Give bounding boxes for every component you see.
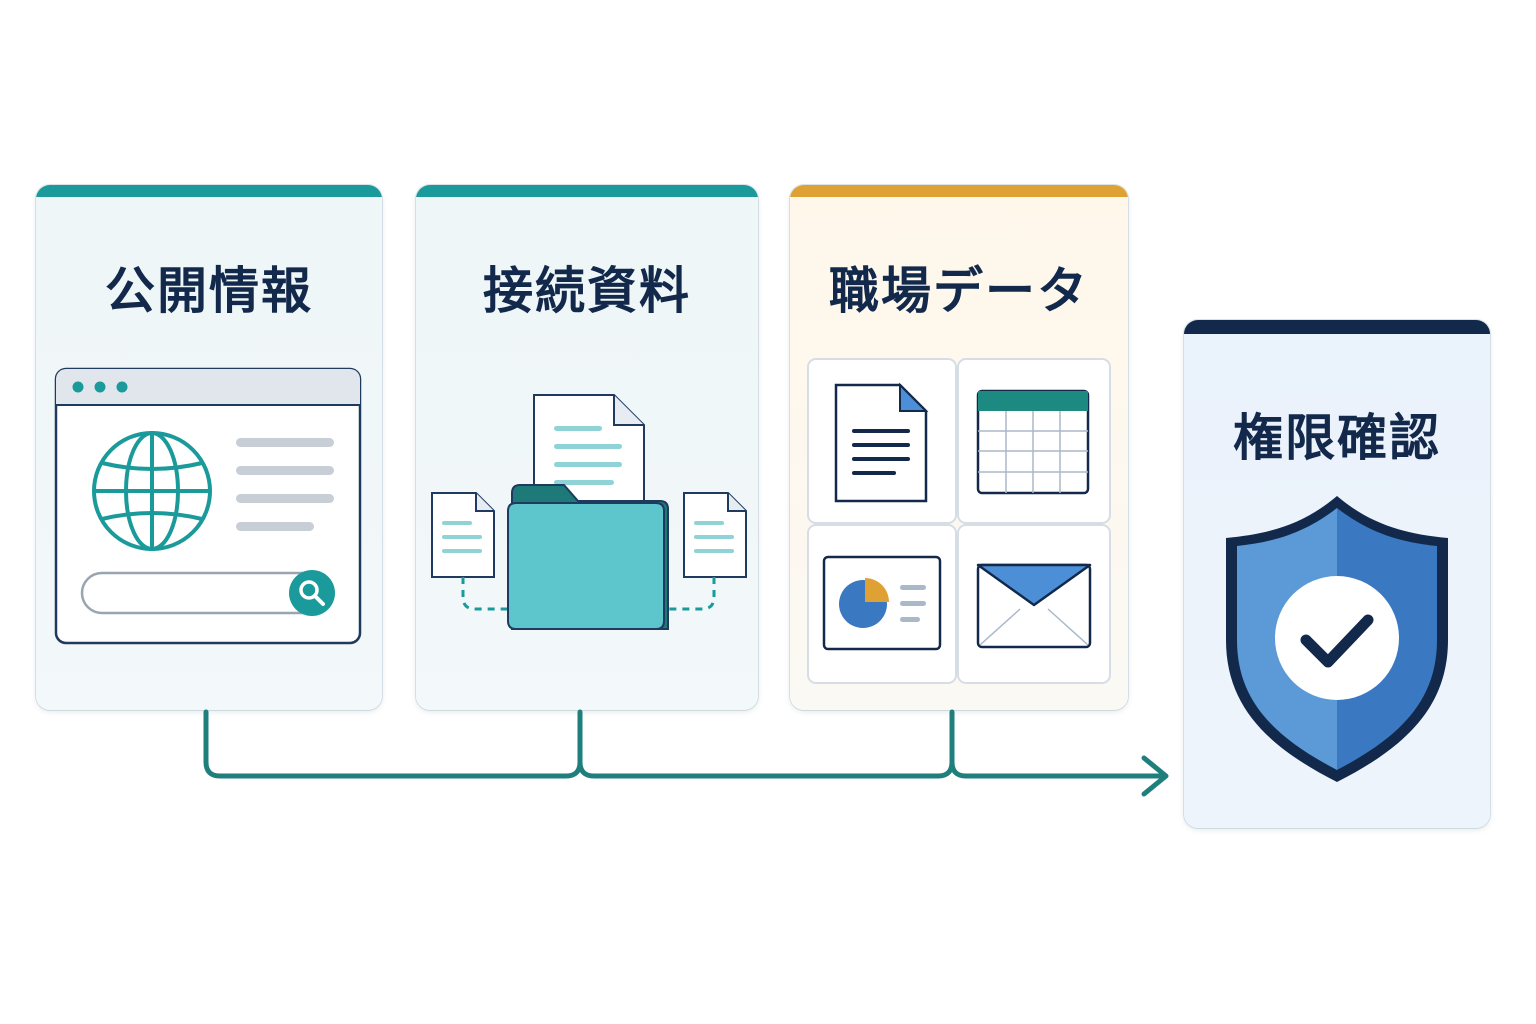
card-title-connected-materials: 接続資料 [483,262,691,320]
card-public-info: 公開情報 [36,185,382,710]
data-grid [807,358,1111,684]
document-icon [431,492,495,578]
card-title-permission-check: 権限確認 [1233,409,1441,467]
document-icon [683,492,747,578]
search-icon [289,570,335,616]
pie-chart-icon [822,555,942,651]
document-icon [834,382,929,503]
card-accent-bar [790,185,1128,197]
card-accent-bar [1184,320,1490,334]
mail-icon [976,563,1092,649]
folder-icon [431,394,747,630]
card-connected-materials: 接続資料 [416,185,758,710]
card-workplace-data: 職場データ [790,185,1128,710]
browser-window-icon [54,367,362,645]
globe-icon [92,431,212,551]
shield-check-icon [1226,496,1448,782]
spreadsheet-icon [976,389,1090,495]
card-title-public-info: 公開情報 [105,262,313,320]
card-accent-bar [36,185,382,197]
card-accent-bar [416,185,758,197]
arrow-right-icon [1141,755,1169,797]
card-permission-check: 権限確認 [1184,320,1490,828]
card-title-workplace-data: 職場データ [829,262,1089,320]
